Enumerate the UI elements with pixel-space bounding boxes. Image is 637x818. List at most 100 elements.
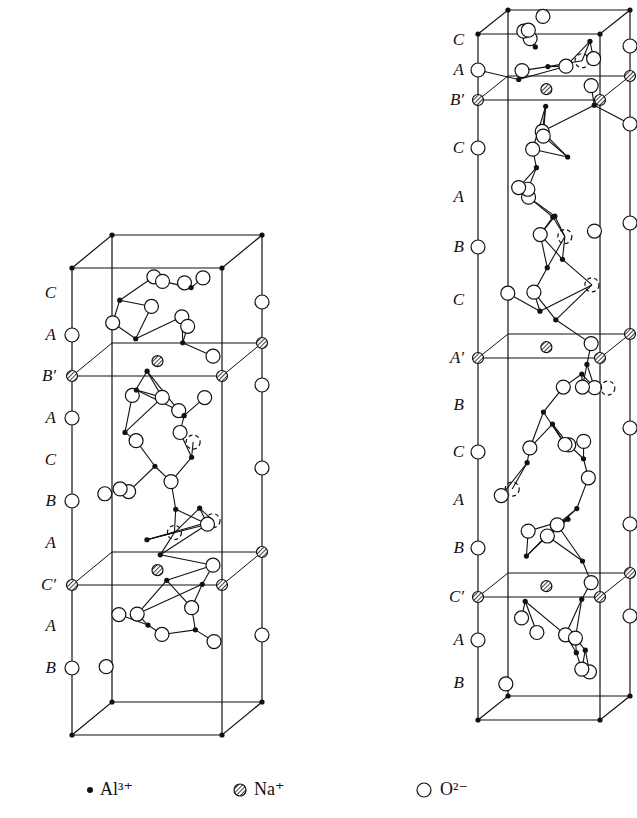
oxygen-ion: [515, 64, 529, 78]
aluminium-ion: [580, 558, 585, 563]
aluminium-ion: [505, 7, 510, 12]
aluminium-ion: [158, 552, 163, 557]
oxygen-ion: [521, 524, 535, 538]
oxygen-ion: [515, 611, 529, 625]
aluminium-ion: [173, 507, 178, 512]
aluminium-ion: [144, 369, 149, 374]
oxygen-ion: [155, 627, 169, 641]
bond: [540, 285, 592, 311]
cell-edge: [478, 696, 630, 720]
oxygen-ion: [198, 391, 212, 405]
layer-label: C: [45, 451, 56, 470]
layer-label: C: [453, 291, 464, 310]
layer-label: C: [453, 139, 464, 158]
aluminium-ion: [583, 648, 588, 653]
bond: [160, 555, 213, 565]
oxygen-ion: [129, 434, 143, 448]
aluminium-ion: [180, 340, 185, 345]
layer-label: A: [454, 631, 464, 650]
layer-label: A: [46, 534, 56, 553]
aluminium-ion: [505, 693, 510, 698]
aluminium-ion: [581, 456, 586, 461]
oxygen-ion: [207, 635, 221, 649]
oxygen-ion: [623, 216, 637, 230]
aluminium-ion: [627, 693, 632, 698]
oxygen-ion: [558, 437, 572, 451]
bond: [160, 524, 207, 555]
aluminium-ion: [259, 232, 264, 237]
sodium-ion: [473, 95, 484, 106]
layer-label: C: [453, 31, 464, 50]
cell-frame: [478, 10, 630, 720]
aluminium-ion: [597, 31, 602, 36]
aluminium-ion: [541, 409, 546, 414]
mirror-plane: [72, 552, 262, 585]
oxygen-ion: [526, 142, 540, 156]
sodium-ion: [67, 580, 78, 591]
oxygen-ion: [585, 278, 599, 292]
oxygen-ion: [471, 633, 485, 647]
aluminium-ion: [597, 717, 602, 722]
sodium-ion: [473, 353, 484, 364]
cell-edge: [72, 702, 262, 735]
oxygen-ion: [540, 529, 554, 543]
bond: [160, 533, 174, 555]
oxygen-ion: [584, 576, 598, 590]
legend-text: O²⁻: [440, 780, 468, 800]
aluminium-ion: [475, 31, 480, 36]
oxygen-ion: [523, 441, 537, 455]
aluminium-ion: [534, 165, 539, 170]
oxygen-ion: [623, 609, 637, 623]
aluminium-ion: [533, 44, 538, 49]
sodium-ion: [541, 581, 552, 592]
cell-edge: [221, 268, 222, 735]
aluminium-ion: [144, 537, 149, 542]
oxygen-ion: [558, 230, 572, 244]
bonds: [113, 277, 214, 642]
cell-frame: [72, 235, 262, 735]
oxygen-ion: [623, 117, 637, 131]
bond: [553, 217, 565, 237]
oxygen-ion: [471, 240, 485, 254]
oxygen-ion: [536, 129, 550, 143]
sodium-ion: [541, 84, 552, 95]
oxygen-ion: [173, 425, 187, 439]
aluminium-ion: [134, 387, 139, 392]
oxygen-ion: [130, 607, 144, 621]
oxygen-ion: [471, 141, 485, 155]
oxygen-ion: [512, 181, 526, 195]
sodium-ion: [541, 342, 552, 353]
bond: [547, 237, 565, 268]
aluminium-ion: [200, 582, 205, 587]
aluminium-ion: [164, 578, 169, 583]
aluminium-ion: [182, 413, 187, 418]
oxygen-ion: [499, 677, 513, 691]
aluminium-ion: [524, 554, 529, 559]
oxygen-ion: [200, 517, 214, 531]
legend-text: Na⁺: [254, 780, 285, 800]
layer-label: A′: [450, 349, 464, 368]
aluminium-ion: [189, 285, 194, 290]
aluminium-ion: [69, 732, 74, 737]
layer-label: B: [454, 674, 464, 693]
oxygen-ion: [65, 661, 79, 675]
aluminium-ion: [193, 627, 198, 632]
layer-label: A: [46, 326, 56, 345]
aluminium-ion: [109, 699, 114, 704]
bond: [136, 317, 182, 339]
oxygen-ion: [550, 518, 564, 532]
oxygen-ion: [206, 349, 220, 363]
bond: [137, 584, 202, 614]
aluminium-ion: [550, 214, 555, 219]
aluminium-ion: [197, 506, 202, 511]
cell-edge: [507, 10, 508, 696]
bond: [174, 509, 175, 532]
layer-label: C: [453, 443, 464, 462]
oxygen-ion: [521, 23, 535, 37]
aluminium-ion: [584, 362, 589, 367]
bonds: [478, 30, 630, 672]
aluminium-ion: [537, 309, 542, 314]
aluminium-ion: [189, 455, 194, 460]
sodium-ion: [217, 371, 228, 382]
layer-label: C: [45, 284, 56, 303]
